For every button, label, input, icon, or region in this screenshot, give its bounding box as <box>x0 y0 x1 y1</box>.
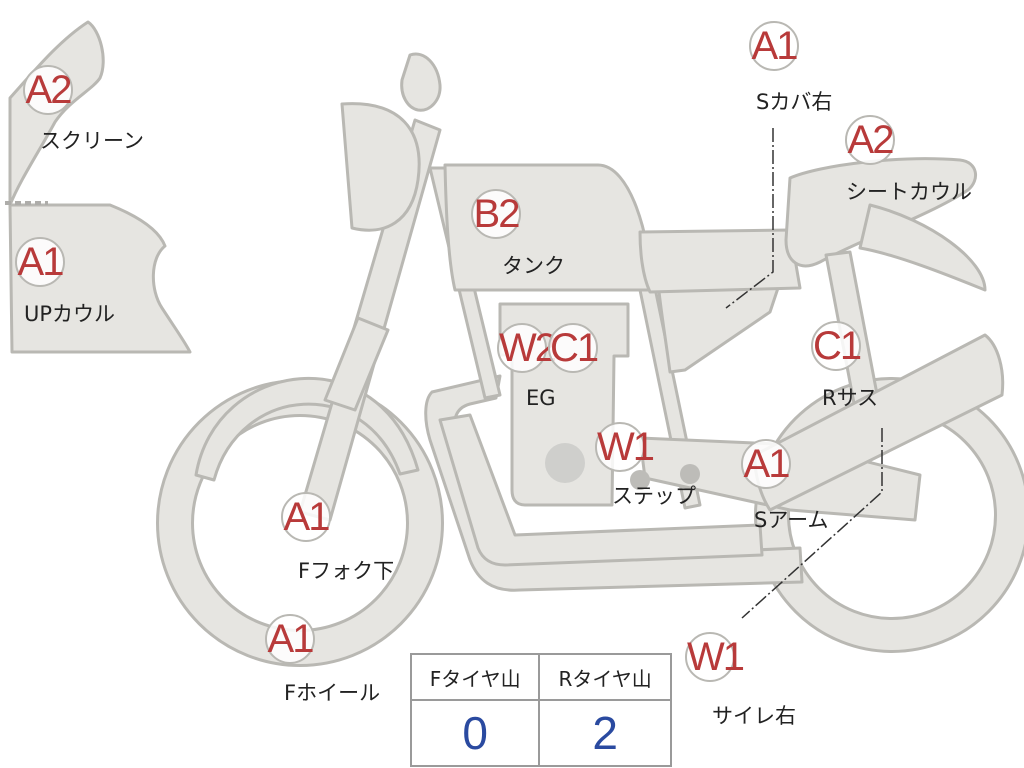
seatcowl-label: シートカウル <box>846 180 972 204</box>
upcowl-label: UPカウル <box>24 302 116 326</box>
fwheel-label: Fホイール <box>284 681 381 705</box>
fork-upper-shape <box>323 316 390 412</box>
scover-grade: A1 <box>749 21 799 71</box>
step-peg-left <box>630 470 650 490</box>
headlight-shape <box>340 102 421 232</box>
engine-grade-secondary: C1 <box>548 323 599 373</box>
tank-grade: B2 <box>471 189 521 239</box>
step-label: ステップ <box>612 484 696 508</box>
screen-shape <box>8 20 105 207</box>
muffler-label: サイレ右 <box>712 704 796 728</box>
sarm-grade: A1 <box>741 439 791 489</box>
scover-label: Sカバ右 <box>756 90 833 114</box>
fwheel-grade: A1 <box>265 614 315 664</box>
seat-shape <box>638 228 802 294</box>
ffork-grade: A1 <box>281 492 331 542</box>
front-fender-shape <box>194 376 420 482</box>
rear-tread-value: 2 <box>538 699 672 767</box>
screen-grade: A2 <box>23 65 73 115</box>
engine-label: EG <box>526 386 556 410</box>
step-peg-right <box>680 464 700 484</box>
muffler-grade: W1 <box>685 632 745 682</box>
engine-cover-disc <box>545 443 585 483</box>
lower-frame-shape <box>438 413 764 567</box>
screen-label: スクリーン <box>40 129 144 153</box>
front-tread-value: 0 <box>409 699 541 767</box>
muffler-leader-line <box>741 428 883 619</box>
tank-label: タンク <box>502 254 565 278</box>
tire-tread-table: Fタイヤ山 Rタイヤ山 0 2 <box>409 653 672 767</box>
rsus-grade: C1 <box>811 321 862 371</box>
engine-grade-primary: W2 <box>497 323 557 373</box>
upcowl-grade: A1 <box>15 237 65 287</box>
ffork-label: Fフォク下 <box>298 559 395 583</box>
handlebar-shape <box>400 52 442 112</box>
rear-tread-header: Rタイヤ山 <box>538 653 672 701</box>
side-cover-shape <box>656 280 782 374</box>
rsus-label: Rサス <box>822 386 879 410</box>
front-tread-header: Fタイヤ山 <box>409 653 541 701</box>
seatcowl-grade: A2 <box>845 115 895 165</box>
scover-leader-line <box>725 128 774 309</box>
tail-fin-shape <box>858 203 987 292</box>
sarm-label: Sアーム <box>754 508 829 532</box>
step-grade: W1 <box>595 422 655 472</box>
